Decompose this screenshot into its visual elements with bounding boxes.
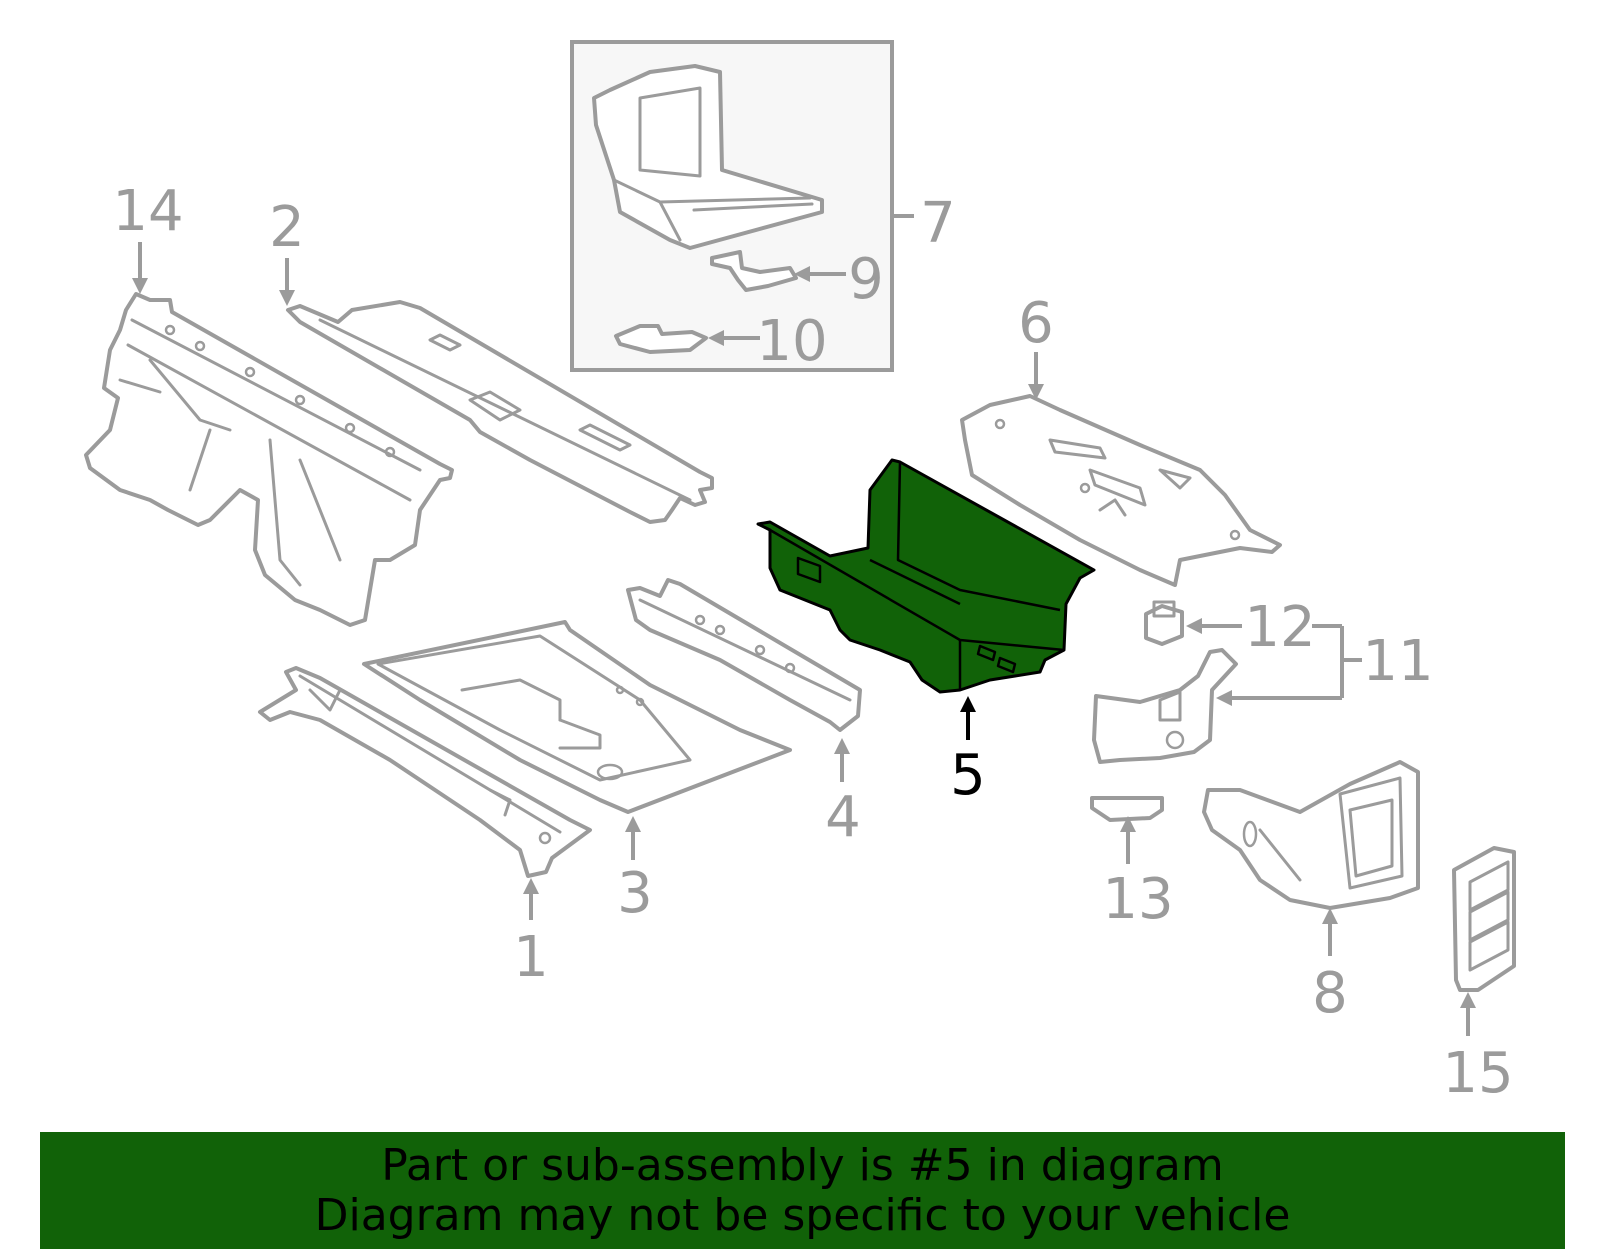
part-5-drawing-highlighted bbox=[756, 458, 1096, 694]
callout-2: 2 bbox=[269, 195, 305, 260]
callout-7: 7 bbox=[920, 191, 956, 256]
callout-15: 15 bbox=[1442, 1041, 1513, 1106]
callout-5: 5 bbox=[950, 743, 986, 808]
part-15-drawing bbox=[1452, 846, 1516, 992]
callout-4: 4 bbox=[825, 785, 861, 850]
callout-12: 12 bbox=[1244, 595, 1315, 660]
callout-13: 13 bbox=[1102, 867, 1173, 932]
part-14-drawing bbox=[84, 292, 454, 627]
callout-10: 10 bbox=[756, 309, 827, 374]
part-2-drawing bbox=[286, 300, 714, 524]
callout-6: 6 bbox=[1018, 291, 1054, 356]
callout-11: 11 bbox=[1362, 629, 1433, 694]
callout-9: 9 bbox=[848, 247, 884, 312]
info-banner: Part or sub-assembly is #5 in diagram Di… bbox=[40, 1132, 1565, 1249]
part-10-drawing bbox=[614, 324, 708, 354]
part-4-drawing bbox=[626, 578, 862, 732]
part-11-drawing bbox=[1092, 648, 1238, 764]
banner-line-1: Part or sub-assembly is #5 in diagram bbox=[381, 1139, 1224, 1191]
callout-3: 3 bbox=[617, 861, 653, 926]
callout-8: 8 bbox=[1312, 961, 1348, 1026]
callout-14: 14 bbox=[112, 179, 183, 244]
part-13-drawing bbox=[1090, 796, 1164, 822]
part-9-drawing bbox=[710, 250, 798, 292]
banner-line-2: Diagram may not be specific to your vehi… bbox=[314, 1189, 1291, 1241]
part-12-drawing bbox=[1144, 600, 1184, 646]
part-1-drawing bbox=[258, 666, 592, 878]
leader-arrows bbox=[132, 214, 1476, 1036]
part-7-drawing bbox=[592, 64, 824, 250]
callout-1: 1 bbox=[513, 925, 549, 990]
part-3-drawing bbox=[362, 620, 792, 814]
part-6-drawing bbox=[960, 394, 1282, 587]
part-8-drawing bbox=[1202, 760, 1420, 910]
